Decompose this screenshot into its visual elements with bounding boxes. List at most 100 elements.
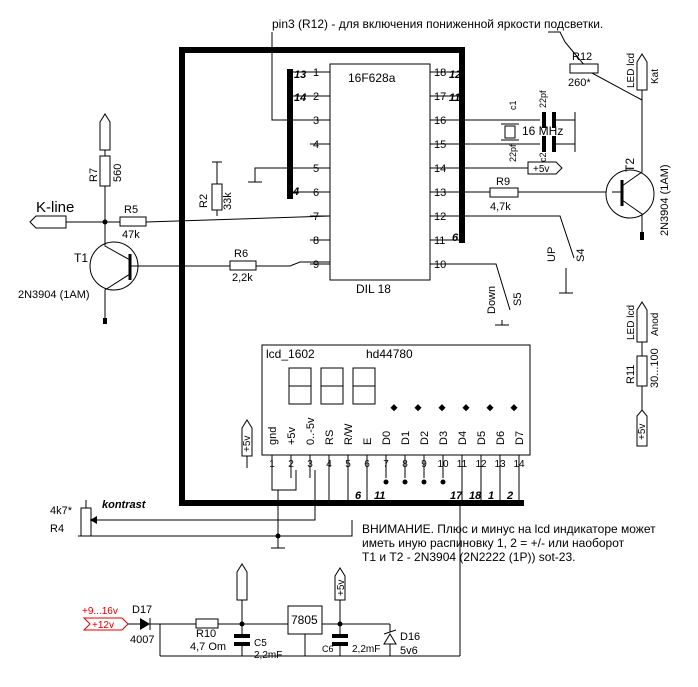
r7-value: 560 xyxy=(112,164,124,182)
warning-line-3: T1 и T2 - 2N3904 (2N2222 (1P)) sot-23. xyxy=(362,550,575,564)
kline-label: K-line xyxy=(36,199,74,216)
c6-plate-b xyxy=(332,642,348,646)
c1-plate-b xyxy=(552,112,556,128)
bus-label-p11: 6 xyxy=(452,232,459,244)
lcd-bus-label: 6 xyxy=(355,490,362,502)
mcu-pin-left-number: 7 xyxy=(313,211,319,223)
r6-value: 2,2k xyxy=(232,272,253,284)
anod-flag xyxy=(636,301,648,343)
r9-body xyxy=(489,187,519,198)
mcu-pin-left-number: 9 xyxy=(313,259,319,271)
lcd-dot xyxy=(438,404,446,412)
bus-label-p18: 12 xyxy=(449,69,461,81)
r4-wiper-arrow xyxy=(90,516,97,524)
lcd-pin-name: D1 xyxy=(400,431,412,445)
lcd-gnd-rail xyxy=(86,520,353,537)
r9-value: 4,7k xyxy=(490,201,511,213)
r7-body xyxy=(99,155,111,187)
crystal xyxy=(504,125,516,139)
c1-name: c1 xyxy=(508,100,518,110)
lcd-pin-number: 9 xyxy=(421,459,427,470)
lcd-supply-label: +5v xyxy=(242,436,253,452)
mcu-pin-right-number: 16 xyxy=(434,115,446,127)
mcu-pin-right-number: 17 xyxy=(434,91,446,103)
lcd-pin-number: 8 xyxy=(402,459,408,470)
lcd-dot xyxy=(486,404,494,412)
lcd-pin-junction xyxy=(383,479,389,485)
c6-plate-a xyxy=(332,634,348,638)
r11-supply-flag xyxy=(636,409,648,447)
d17-body xyxy=(140,618,150,630)
r4-body xyxy=(80,507,92,537)
lcd-pin-name: D4 xyxy=(457,431,469,445)
pwr-12v-flag xyxy=(236,563,248,601)
c6-value: 2,2mF xyxy=(352,644,380,655)
lcd-pin-name: D5 xyxy=(476,431,488,445)
pwr-5v-flag xyxy=(334,567,346,601)
t2-collector xyxy=(621,100,643,187)
lcd-pin3-wire xyxy=(96,470,316,521)
bus-top xyxy=(179,47,465,243)
kline-connector xyxy=(29,215,67,229)
r11-supply-label: +5v xyxy=(637,424,648,440)
lcd-dot xyxy=(414,404,422,412)
r5-wire xyxy=(145,215,331,223)
mcu-pin-right-number: 14 xyxy=(434,163,446,175)
t2-name: T2 xyxy=(623,158,637,172)
kat-label-1: LED lcd xyxy=(626,53,637,88)
s4-wire xyxy=(430,215,575,259)
r9-name: R9 xyxy=(496,176,510,188)
lcd-pin-name: RS xyxy=(324,430,336,445)
bus-label-p17: 11 xyxy=(449,92,460,104)
bus-label-p2: 14 xyxy=(294,92,306,104)
warning-line-1: ВНИМАНИЕ. Плюс и минус на lcd индикаторе… xyxy=(362,522,656,536)
lcd-dot xyxy=(510,404,518,412)
s4-label: UP xyxy=(546,247,558,262)
input-label: +12v xyxy=(92,620,114,631)
lcd-pin-number: 14 xyxy=(513,459,525,470)
lcd-title: lcd_1602 xyxy=(266,347,315,361)
c1-plate-a xyxy=(542,112,546,128)
r11-name: R11 xyxy=(625,365,637,384)
c2-name: c2 xyxy=(538,152,548,162)
mcu-package: DIL 18 xyxy=(356,282,391,296)
d16-value: 5v6 xyxy=(400,645,418,657)
mcu-pin-right-number: 18 xyxy=(434,67,446,79)
lcd-pin-junction xyxy=(421,479,427,485)
c2-value: 22pf xyxy=(508,144,518,162)
lcd-pin-number: 5 xyxy=(345,459,351,470)
mcu-body xyxy=(329,63,431,281)
kat-label-2: Kat xyxy=(650,69,661,84)
lcd-dot xyxy=(390,404,398,412)
anod-label-1: LED lcd xyxy=(626,305,637,340)
lcd-pins: gnd1+5v20..-5v3RS4R/W5E66D0711D18D29D310… xyxy=(267,417,526,503)
lcd-bus-label: 1 xyxy=(488,490,494,502)
c2-plate-b xyxy=(552,136,556,152)
d16-name: D16 xyxy=(400,631,420,643)
r5-value: 47k xyxy=(122,229,140,241)
lcd-supply-flag xyxy=(241,419,253,457)
r2-name: R2 xyxy=(198,194,210,208)
lcd-pin12-link xyxy=(271,470,297,491)
top-note: pin3 (R12) - для включения пониженной яр… xyxy=(272,17,603,31)
r12-body xyxy=(569,63,599,74)
t2-emitter xyxy=(621,199,643,232)
lcd-controller: hd44780 xyxy=(366,347,413,361)
s5-wire xyxy=(430,263,511,311)
d17-value: 4007 xyxy=(130,634,154,646)
lcd-bus-label: 11 xyxy=(374,490,385,502)
r12-value: 260* xyxy=(568,77,591,89)
r6-name: R6 xyxy=(234,248,248,260)
r6-wire-right xyxy=(256,261,330,267)
r4-name: R4 xyxy=(50,523,64,535)
pin14-supply-label: +5v xyxy=(533,164,549,175)
mcu-pin-left-number: 5 xyxy=(313,163,319,175)
mcu-pin-right-number: 10 xyxy=(434,259,446,271)
r10-name: R10 xyxy=(196,628,216,640)
t1-part: 2N3904 (1AM) xyxy=(18,289,90,301)
lcd-dot xyxy=(462,404,470,412)
t2-body xyxy=(605,169,655,219)
c2-plate-a xyxy=(542,136,546,152)
mcu-pin-right-number: 11 xyxy=(434,235,445,247)
